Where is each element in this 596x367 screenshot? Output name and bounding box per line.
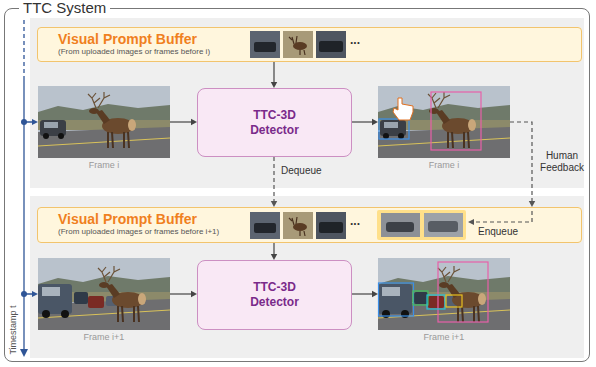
video-frame: Frame i+1 — [378, 258, 510, 344]
detection-boxes — [427, 295, 445, 309]
frame-caption: Frame i+1 — [424, 331, 465, 344]
connector-line — [170, 293, 191, 294]
enqueue-arrow — [468, 211, 532, 225]
enqueued-thumbnails — [428, 221, 458, 232]
connector — [170, 119, 197, 125]
buffer-title: Visual Prompt Buffer — [58, 211, 197, 227]
detection-boxes — [438, 262, 488, 322]
video-frame: Frame i+1 — [38, 258, 170, 344]
connector-line — [273, 243, 274, 254]
timeline — [20, 20, 38, 357]
detection-boxes — [379, 119, 409, 139]
timeline — [32, 119, 38, 125]
video-frame: Frame i — [38, 86, 170, 172]
connector — [271, 62, 277, 88]
enqueued-thumbnails — [386, 222, 414, 232]
prompt-buffer: Visual Prompt Buffer(From uploaded image… — [37, 207, 582, 243]
enqueued-thumbnails — [424, 213, 463, 237]
arrow-head — [372, 119, 378, 125]
connector — [510, 122, 535, 207]
detector-label: TTC-3D Detector — [244, 280, 306, 310]
time-band — [30, 196, 584, 358]
connector-line — [273, 157, 274, 201]
timeline — [24, 122, 33, 294]
illustration — [378, 258, 510, 330]
prompt-buffer: Visual Prompt Buffer(From uploaded image… — [37, 27, 582, 62]
timeline — [23, 20, 24, 80]
connector-line — [273, 62, 274, 82]
connector — [352, 119, 378, 125]
detector-box: TTC-3D Detector — [197, 260, 352, 330]
detection-boxes — [413, 291, 428, 305]
enqueue-arrow — [468, 219, 474, 225]
illustration — [250, 31, 346, 58]
edge-label: Human Feedback — [537, 150, 587, 174]
video-frame: Frame i — [378, 86, 510, 172]
detection-boxes — [446, 295, 462, 307]
buffer-fill — [37, 207, 582, 243]
connector — [170, 291, 197, 297]
enqueue-label: Enqueue — [478, 226, 526, 238]
timeline — [20, 349, 28, 357]
buffer-fill — [37, 27, 582, 62]
ellipsis: ... — [350, 214, 374, 228]
connector — [352, 291, 378, 297]
illustration — [38, 258, 170, 330]
buffer-subtitle: (From uploaded images or frames before i… — [58, 47, 210, 57]
buffer-title: Visual Prompt Buffer — [58, 31, 197, 47]
system-frame: TTC SystemVisual Prompt Buffer(From uplo… — [4, 8, 590, 362]
timeline — [32, 291, 38, 297]
ellipsis: ... — [350, 33, 374, 47]
hand-cursor — [393, 98, 413, 120]
hand-cursor — [393, 98, 413, 120]
connector-line — [170, 121, 191, 122]
system-title: TTC System — [19, 0, 110, 17]
detector-box: TTC-3D Detector — [197, 88, 352, 157]
detection-boxes — [379, 283, 414, 316]
frame-caption: Frame i+1 — [84, 331, 125, 344]
enqueued-thumbnails — [381, 213, 420, 237]
illustration — [250, 212, 346, 239]
enqueued-thumbnails — [377, 210, 466, 240]
illustration — [38, 86, 170, 158]
frame-caption: Frame i — [89, 159, 120, 172]
edge-label: Dequeue — [281, 165, 333, 177]
time-band — [30, 18, 584, 188]
detector-label: TTC-3D Detector — [244, 108, 306, 138]
connector-line — [352, 121, 372, 122]
detection-boxes — [431, 92, 481, 150]
buffer-subtitle: (From uploaded images or frames before i… — [58, 227, 219, 237]
enqueue-arrow — [474, 211, 532, 222]
connector — [271, 157, 277, 207]
connector — [271, 243, 277, 260]
frame-caption: Frame i — [429, 159, 460, 172]
arrow-head — [372, 291, 378, 297]
connector-line — [352, 293, 372, 294]
enqueued-thumbnails — [377, 210, 466, 240]
illustration — [378, 86, 510, 158]
connector-line — [510, 122, 532, 201]
timeline-label: Timestamp t — [7, 300, 19, 360]
